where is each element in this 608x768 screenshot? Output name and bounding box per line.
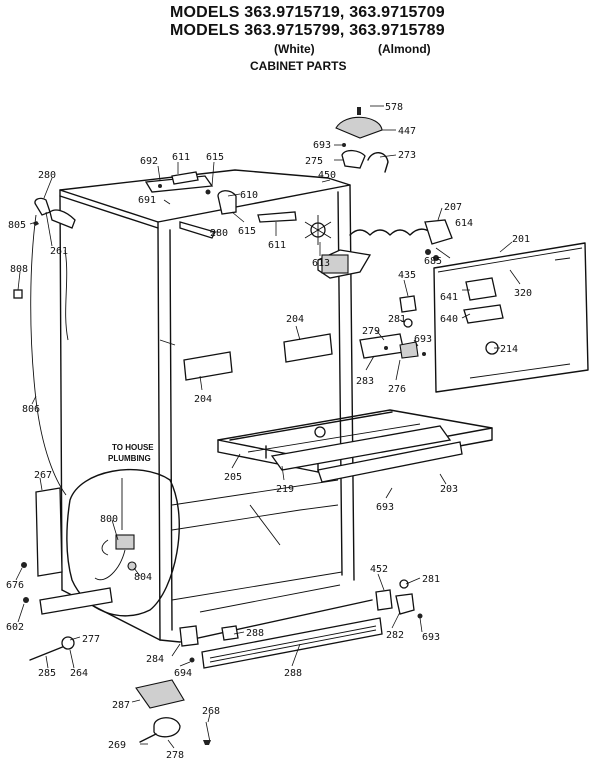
callout-613: 613: [312, 258, 330, 269]
callout-279: 279: [362, 326, 380, 337]
callout-261: 261: [50, 246, 68, 257]
callout-694: 694: [174, 668, 192, 679]
callout-804: 804: [134, 572, 152, 583]
callout-692: 692: [140, 156, 158, 167]
callout-205: 205: [224, 472, 242, 483]
callout-281: 281: [388, 314, 406, 325]
page-header: MODELS 363.9715719, 363.9715709 MODELS 3…: [0, 0, 608, 80]
right-hinge-parts: [375, 579, 423, 619]
section-title: CABINET PARTS: [250, 59, 347, 73]
callout-280: 280: [210, 228, 228, 239]
callout-805: 805: [8, 220, 26, 231]
cabinet-body: [59, 169, 373, 643]
callout-267: 267: [34, 470, 52, 481]
callout-273: 273: [398, 150, 416, 161]
shelf-assembly: [217, 409, 493, 483]
part-callouts: 578 447 693 275 273 692 611 615 450 610 …: [6, 102, 532, 761]
callout-275: 275: [305, 156, 323, 167]
base-hardware: [21, 562, 239, 663]
callout-276: 276: [388, 384, 406, 395]
callout-268: 268: [202, 706, 220, 717]
callout-282: 282: [386, 630, 404, 641]
callout-808: 808: [10, 264, 28, 275]
callout-203: 203: [440, 484, 458, 495]
callout-447: 447: [398, 126, 416, 137]
callout-610: 610: [240, 190, 258, 201]
callout-614: 614: [455, 218, 473, 229]
callout-219: 219: [276, 484, 294, 495]
callout-611: 611: [172, 152, 190, 163]
damper-assembly: [359, 295, 426, 359]
callout-278: 278: [166, 750, 184, 761]
callout-285: 285: [38, 668, 56, 679]
heater-coil: [349, 219, 453, 261]
callout-435: 435: [398, 270, 416, 281]
plumbing-note-line-2: PLUMBING: [108, 454, 151, 463]
callout-685: 685: [424, 256, 442, 267]
callout-602: 602: [6, 622, 24, 633]
callout-578: 578: [385, 102, 403, 113]
water-line: [30, 214, 67, 496]
callout-204: 204: [286, 314, 304, 325]
shelf-rail-upper: [283, 333, 333, 363]
callout-450: 450: [318, 170, 336, 181]
callout-615: 615: [206, 152, 224, 163]
top-hinge-assembly: [144, 171, 297, 239]
models-line-1: MODELS 363.9715719, 363.9715709: [170, 4, 445, 21]
callout-693c: 693: [376, 502, 394, 513]
callout-204b: 204: [194, 394, 212, 405]
callout-280-left: 280: [38, 170, 56, 181]
callout-693b: 693: [414, 334, 432, 345]
callout-691: 691: [138, 195, 156, 206]
callout-693d: 693: [422, 632, 440, 643]
callout-288: 288: [284, 668, 302, 679]
callout-269: 269: [108, 740, 126, 751]
models-line-2: MODELS 363.9715799, 363.9715789: [170, 22, 445, 39]
base-grille: [201, 617, 383, 669]
callout-777: 277: [82, 634, 100, 645]
leader-lines: [15, 105, 521, 749]
color-white-label: (White): [274, 42, 315, 56]
callout-641: 641: [440, 292, 458, 303]
callout-693: 693: [313, 140, 331, 151]
callout-284: 284: [146, 654, 164, 665]
top-cover-and-light: [335, 107, 389, 173]
callout-320: 320: [514, 288, 532, 299]
callout-806: 806: [22, 404, 40, 415]
callout-283: 283: [356, 376, 374, 387]
callout-800: 800: [100, 514, 118, 525]
fan-motor-assembly: [304, 215, 372, 279]
callout-207: 207: [444, 202, 462, 213]
callout-640: 640: [440, 314, 458, 325]
left-hinge-parts: [13, 197, 76, 299]
loose-bottom-parts: [135, 679, 211, 745]
shelf-rail-lower: [183, 351, 233, 381]
callout-788: 288: [246, 628, 264, 639]
callout-452: 452: [370, 564, 388, 575]
callout-615b: 615: [238, 226, 256, 237]
callout-676: 676: [6, 580, 24, 591]
callout-287: 287: [112, 700, 130, 711]
color-almond-label: (Almond): [378, 42, 431, 56]
plumbing-note-line-1: TO HOUSE: [112, 443, 154, 452]
callout-264: 264: [70, 668, 88, 679]
callout-201: 201: [512, 234, 530, 245]
side-panel: [35, 487, 63, 577]
plumbing-inset: [66, 468, 180, 617]
callout-281b: 281: [422, 574, 440, 585]
callout-611b: 611: [268, 240, 286, 251]
control-panel: [433, 242, 589, 393]
callout-214: 214: [500, 344, 518, 355]
